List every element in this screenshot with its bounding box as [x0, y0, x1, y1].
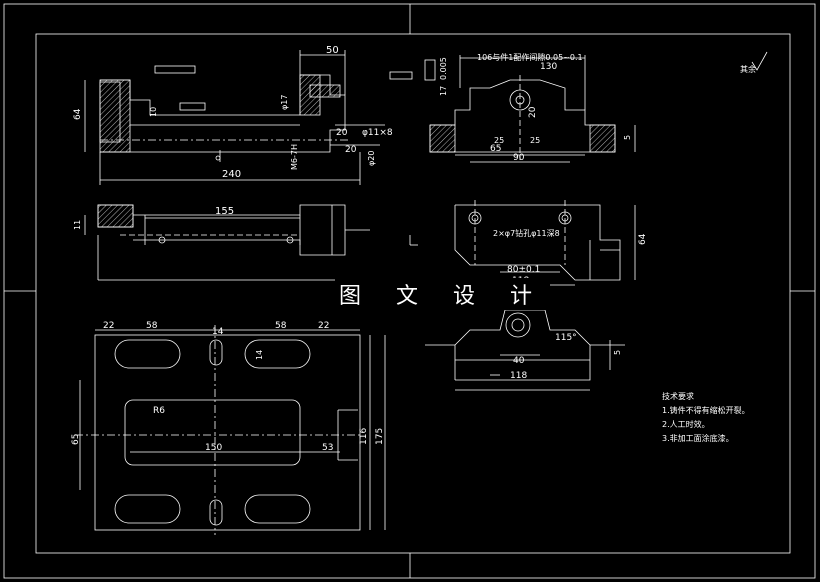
dim-phi11x8: φ11×8 — [362, 128, 393, 138]
dim-90: 90 — [513, 153, 525, 163]
dim-64-right: 64 — [638, 233, 648, 245]
roughness-mark: 其余 — [740, 64, 756, 74]
dim-5-side: 5 — [623, 135, 632, 140]
dim-40: 40 — [513, 356, 525, 366]
right-low-view — [425, 309, 625, 391]
drawing-watermark-title: 图 文 设 计 — [335, 278, 550, 310]
dim-58b: 58 — [275, 321, 287, 331]
tech-req-item: 3.非加工面涂底漆。 — [662, 434, 734, 443]
tech-req-item: 2.人工时效。 — [662, 420, 710, 429]
dim-11: 11 — [73, 220, 82, 230]
right-mid-view — [454, 200, 636, 286]
top-view-strip — [84, 204, 418, 281]
dim-17: 17 — [439, 86, 448, 96]
dim-25b: 25 — [530, 136, 540, 145]
dim-65: 65 — [490, 144, 501, 154]
dim-m6: M6-7H — [290, 144, 299, 170]
dim-240: 240 — [222, 169, 241, 180]
dim-2xphi7: 2×φ7钻孔φ11深8 — [493, 228, 560, 238]
sheet-border — [3, 3, 816, 579]
technical-requirements: 技术要求 1.铸件不得有缩松开裂。 2.人工时效。 3.非加工面涂底漆。 — [662, 390, 750, 446]
dim-phi20: φ20 — [367, 151, 376, 166]
dim-20-side: 20 — [528, 106, 538, 118]
dim-20a: 20 — [336, 128, 348, 138]
dim-22b: 22 — [318, 321, 329, 331]
dim-r6: R6 — [153, 406, 165, 416]
dim-10: 10 — [149, 107, 158, 117]
dim-5-low: 5 — [613, 350, 622, 355]
dim-14a: 14 — [212, 327, 224, 337]
dim-22a: 22 — [103, 321, 114, 331]
dim-50: 50 — [326, 45, 339, 56]
dim-175: 175 — [375, 428, 385, 445]
tech-req-heading: 技术要求 — [662, 392, 694, 401]
dim-80-tol: 80±0.1 — [507, 265, 540, 275]
dim-14b: 14 — [255, 350, 264, 360]
dim-155: 155 — [215, 206, 234, 217]
dim-106-fit: 106与件1配作间隙0.05~0.1 — [477, 52, 583, 62]
dim-25a: 25 — [494, 136, 504, 145]
dim-150: 150 — [205, 443, 222, 453]
side-section-view — [424, 55, 636, 163]
dim-65-plan: 65 — [71, 434, 81, 445]
dim-20b: 20 — [345, 145, 357, 155]
dim-53: 53 — [322, 443, 333, 453]
plan-view — [75, 325, 386, 535]
tech-req-item: 1.铸件不得有缩松开裂。 — [662, 406, 750, 415]
dim-115deg: 115° — [555, 333, 577, 343]
dim-phi17: φ17 — [280, 95, 289, 110]
front-section-view — [84, 50, 413, 185]
dim-58a: 58 — [146, 321, 158, 331]
dim-116: 116 — [359, 428, 369, 445]
dim-130: 130 — [540, 62, 557, 72]
dim-0-005: 0.005 — [439, 57, 448, 80]
roughness-symbol-icon — [751, 51, 768, 71]
dim-64: 64 — [73, 108, 83, 120]
dim-118b: 118 — [510, 371, 527, 381]
